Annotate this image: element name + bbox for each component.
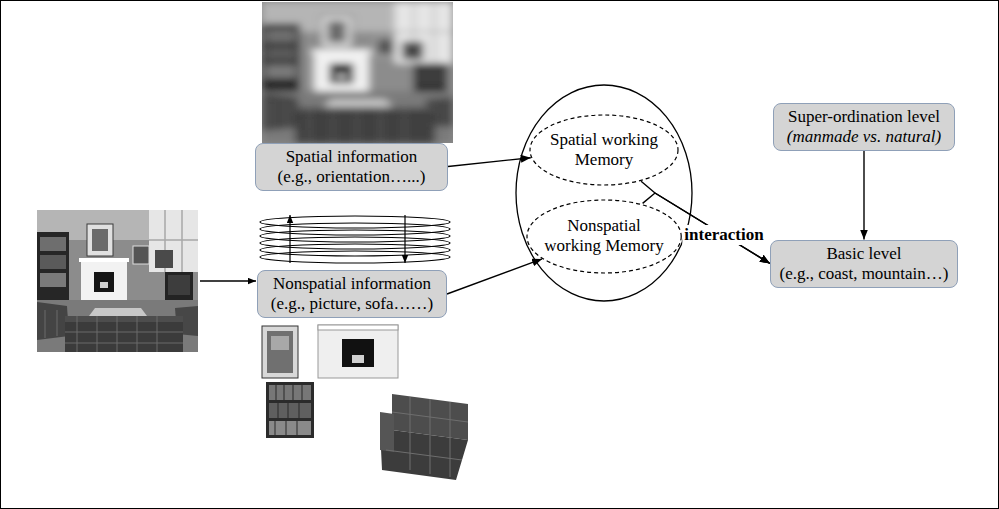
info-box: Nonspatial information(e.g., picture, so…	[257, 270, 447, 318]
bookshelf-object	[266, 382, 314, 438]
sofa-object	[380, 394, 468, 480]
node-example: (e.g., orientation…...)	[278, 167, 426, 187]
node-title: Spatial working Memory	[542, 130, 666, 170]
plaid-pattern	[386, 397, 468, 477]
memory-ellipse: Nonspatial working Memory	[526, 199, 682, 274]
node-example: (e.g., picture, sofa……)	[271, 294, 433, 314]
info-box: Spatial information(e.g., orientation…..…	[255, 143, 448, 191]
arrow-connector	[863, 151, 864, 240]
picture-object	[262, 326, 298, 378]
coil-ring	[260, 237, 450, 249]
coil-ring	[260, 230, 450, 242]
level-box: Basic level(e.g., coast, mountain…)	[770, 240, 958, 288]
book-spines	[275, 385, 302, 435]
fire	[352, 355, 364, 363]
coil-ring	[260, 223, 450, 235]
node-example: (manmade vs. natural)	[787, 127, 941, 147]
blur-ground	[262, 2, 453, 143]
shelf-body	[266, 382, 314, 438]
coil-ring	[260, 244, 450, 256]
sofa-arm	[380, 412, 394, 452]
mantel	[318, 325, 398, 330]
node-title: Nonspatial working Memory	[542, 216, 666, 256]
level-box: Super-ordination level(manmade vs. natur…	[773, 103, 955, 151]
opening	[342, 339, 374, 367]
up-arrow	[289, 215, 290, 263]
scene-photo	[37, 210, 198, 352]
canvas	[267, 331, 293, 373]
frame	[262, 326, 298, 378]
node-title: Super-ordination level	[787, 107, 941, 127]
books	[269, 403, 311, 418]
fireplace-body	[318, 325, 398, 378]
node-example: (e.g., coast, mountain…)	[779, 264, 948, 284]
blurred-scene	[262, 2, 453, 143]
node-title: Nonspatial information	[271, 274, 433, 294]
arrow-connector	[447, 259, 542, 294]
fireplace-object	[318, 325, 398, 378]
input-arrow	[200, 280, 256, 282]
node-title: Basic level	[779, 244, 948, 264]
processing-coil	[260, 215, 450, 263]
dashed-ellipse	[530, 115, 678, 185]
arrow-connector	[448, 158, 531, 167]
books	[269, 385, 311, 400]
node-title: Spatial information	[278, 147, 426, 167]
canvas-detail	[271, 336, 289, 350]
dashed-ellipse	[527, 200, 681, 273]
memory-ellipse: Spatial working Memory	[529, 114, 679, 186]
coil-ring	[260, 216, 450, 228]
down-arrow	[404, 215, 405, 263]
edge-label: interaction	[682, 225, 765, 245]
coil-ring	[260, 251, 450, 263]
working-memory-circle	[516, 85, 692, 301]
